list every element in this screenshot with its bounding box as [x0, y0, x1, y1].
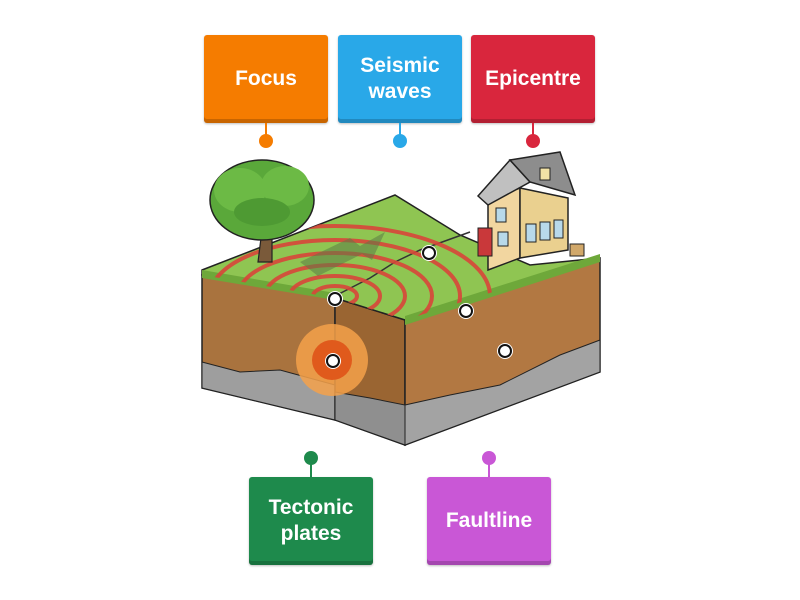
label-tectonic-plates[interactable]: Tectonic plates [249, 477, 373, 565]
pin-dot-focus [259, 134, 273, 148]
pin-dot-epicentre [526, 134, 540, 148]
label-focus[interactable]: Focus [204, 35, 328, 123]
grass-front-edge-right [405, 254, 600, 325]
house-icon [476, 151, 585, 272]
hotspot-2[interactable] [328, 292, 342, 306]
tree-icon [209, 159, 315, 263]
pin-dot-tectonic-plates [304, 451, 318, 465]
label-epicentre[interactable]: Epicentre [471, 35, 595, 123]
pin-stem-tectonic-plates [310, 463, 312, 477]
right-block-rock-layer [404, 339, 601, 446]
hotspot-5[interactable] [498, 344, 512, 358]
pin-stem-seismic-waves [399, 123, 401, 137]
hotspot-4[interactable] [326, 354, 340, 368]
label-faultline[interactable]: Faultline [427, 477, 551, 565]
pin-dot-faultline [482, 451, 496, 465]
pin-stem-focus [265, 123, 267, 137]
side-rock-layer [334, 391, 406, 446]
pin-stem-epicentre [532, 123, 534, 137]
hotspot-1[interactable] [422, 246, 436, 260]
label-seismic-waves[interactable]: Seismic waves [338, 35, 462, 123]
movement-arrow-shadow [300, 232, 385, 276]
pin-dot-seismic-waves [393, 134, 407, 148]
hotspot-3[interactable] [459, 304, 473, 318]
pin-stem-faultline [488, 463, 490, 477]
